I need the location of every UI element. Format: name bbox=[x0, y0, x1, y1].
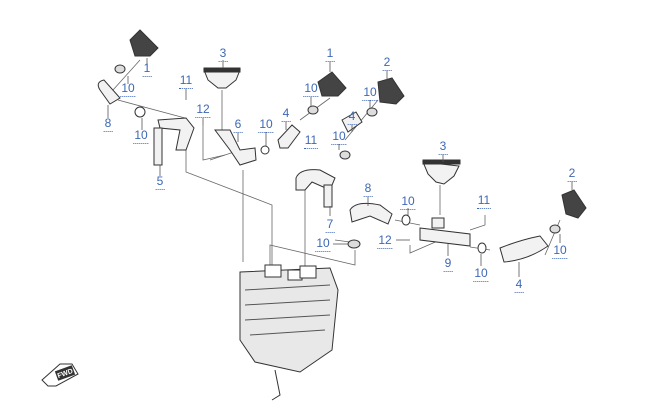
callout-12[interactable]: 12 bbox=[195, 102, 211, 118]
callout-2[interactable]: 2 bbox=[382, 55, 392, 71]
callout-10[interactable]: 10 bbox=[258, 117, 274, 133]
callout-5[interactable]: 5 bbox=[155, 174, 165, 190]
callout-1[interactable]: 1 bbox=[325, 46, 335, 62]
callout-11[interactable]: 11 bbox=[303, 133, 319, 149]
callout-10[interactable]: 10 bbox=[133, 128, 149, 144]
callout-9[interactable]: 9 bbox=[443, 256, 453, 272]
hose-7 bbox=[323, 184, 333, 208]
callout-12[interactable]: 12 bbox=[377, 233, 393, 249]
callout-2[interactable]: 2 bbox=[567, 166, 577, 182]
callout-10[interactable]: 10 bbox=[362, 85, 378, 101]
hose-8 bbox=[97, 79, 121, 105]
hose-4b bbox=[499, 235, 549, 263]
hose-4 bbox=[277, 124, 301, 149]
callout-1[interactable]: 1 bbox=[142, 61, 152, 77]
parts bbox=[97, 29, 587, 401]
cover-3b bbox=[422, 161, 460, 185]
coupler-4 bbox=[341, 111, 363, 133]
callout-10[interactable]: 10 bbox=[473, 266, 489, 282]
callout-10[interactable]: 10 bbox=[120, 81, 136, 97]
callout-8[interactable]: 8 bbox=[363, 181, 373, 197]
forward-arrow: FWD bbox=[41, 363, 79, 387]
callout-11[interactable]: 11 bbox=[178, 73, 194, 89]
cover-3 bbox=[203, 69, 241, 89]
callout-3[interactable]: 3 bbox=[438, 139, 448, 155]
intake-boot-1b bbox=[317, 71, 347, 97]
tee-9 bbox=[419, 227, 471, 247]
tee-6 bbox=[214, 129, 257, 166]
hose-5a bbox=[157, 117, 195, 151]
intake-boot-1 bbox=[129, 29, 159, 57]
callout-10[interactable]: 10 bbox=[400, 194, 416, 210]
intake-boot-2b bbox=[561, 189, 587, 219]
callout-8[interactable]: 8 bbox=[103, 116, 113, 132]
hose-5 bbox=[153, 127, 163, 166]
callout-10[interactable]: 10 bbox=[315, 236, 331, 252]
callout-4[interactable]: 4 bbox=[514, 277, 524, 293]
tee-9-top bbox=[431, 217, 445, 229]
hose-8b bbox=[349, 202, 393, 225]
callout-6[interactable]: 6 bbox=[233, 117, 243, 133]
callout-10[interactable]: 10 bbox=[303, 81, 319, 97]
callout-10[interactable]: 10 bbox=[331, 129, 347, 145]
intake-boot-2 bbox=[377, 77, 405, 105]
callout-10[interactable]: 10 bbox=[552, 243, 568, 259]
callout-4[interactable]: 4 bbox=[281, 106, 291, 122]
callout-4[interactable]: 4 bbox=[347, 109, 357, 125]
callout-11[interactable]: 11 bbox=[476, 193, 492, 209]
callout-7[interactable]: 7 bbox=[325, 217, 335, 233]
callout-3[interactable]: 3 bbox=[218, 46, 228, 62]
airbox bbox=[239, 267, 339, 373]
